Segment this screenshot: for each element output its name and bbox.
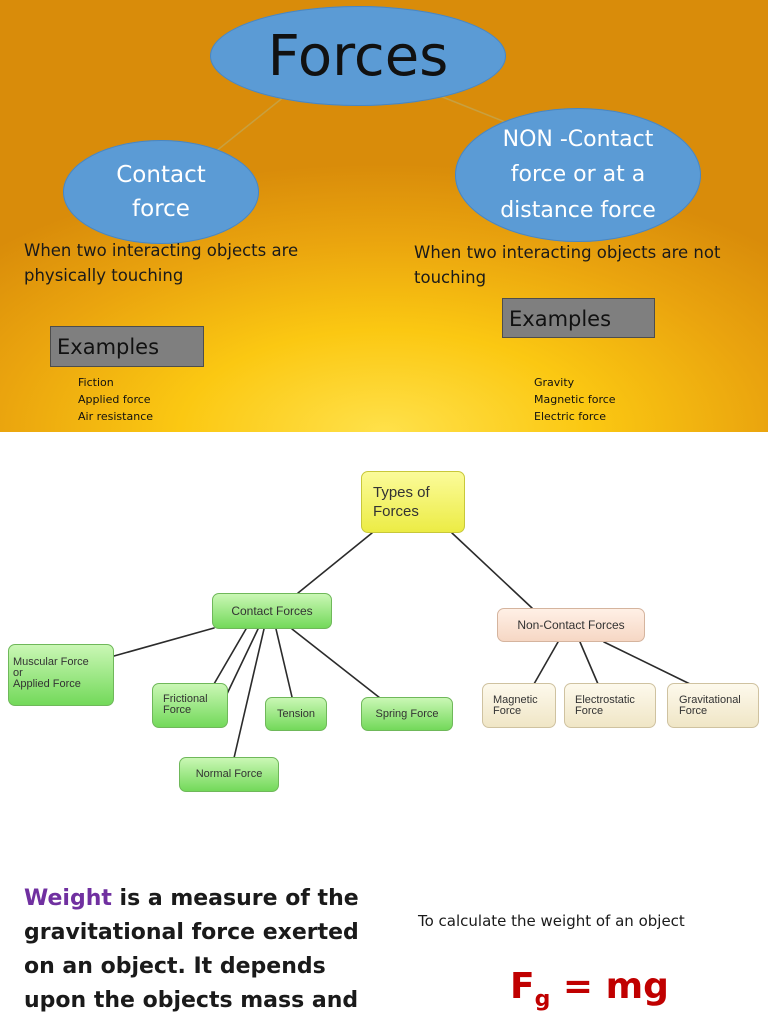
noncontact-examples-list: Gravity Magnetic force Electric force <box>534 374 616 425</box>
line-contact-tension <box>275 628 293 698</box>
node-label: Electrostatic Force <box>575 694 635 717</box>
noncontact-force-ellipse: NON -Contact force or at a distance forc… <box>455 108 701 242</box>
contact-forces-node: Contact Forces <box>212 593 332 629</box>
contact-force-label: Contact force <box>116 161 206 223</box>
node-label: Tension <box>277 708 315 720</box>
line-contact-spring <box>291 628 381 699</box>
tension-node: Tension <box>265 697 327 731</box>
spring-force-node: Spring Force <box>361 697 453 731</box>
list-item: Electric force <box>534 410 606 423</box>
contact-force-ellipse: Contact force <box>63 140 259 244</box>
gravitational-force-node: Gravitational Force <box>667 683 759 728</box>
calc-weight-label: To calculate the weight of an object <box>418 912 685 930</box>
node-label: Magnetic Force <box>493 694 538 717</box>
formula-main: F <box>510 966 535 1007</box>
node-label: Spring Force <box>375 708 439 720</box>
node-label: Types of Forces <box>373 484 430 520</box>
noncontact-examples-box: Examples <box>502 298 655 338</box>
node-label: Normal Force <box>195 768 263 780</box>
contact-description: When two interacting objects are physica… <box>24 241 299 285</box>
frictional-force-node: Frictional Force <box>152 683 228 728</box>
line-root-contact <box>297 532 373 594</box>
normal-force-node: Normal Force <box>179 757 279 792</box>
types-of-forces-node: Types of Forces <box>361 471 465 533</box>
line-noncontact-magnetic <box>533 641 559 685</box>
weight-formula: Fg = mg <box>510 966 669 1012</box>
list-item: Air resistance <box>78 410 154 423</box>
line-noncontact-electrostatic <box>579 641 599 685</box>
node-label: Non-Contact Forces <box>517 618 625 632</box>
noncontact-forces-node: Non-Contact Forces <box>497 608 645 642</box>
contact-examples-box: Examples <box>50 326 204 367</box>
forces-title: Forces <box>267 23 449 89</box>
line-contact-frictional <box>213 628 247 685</box>
weight-definition: Weight is a measure of the gravitational… <box>24 882 384 1018</box>
list-item: Gravity <box>534 376 575 389</box>
magnetic-force-node: Magnetic Force <box>482 683 556 728</box>
line-root-noncontact <box>451 532 533 609</box>
line-contact-normal <box>233 628 265 759</box>
node-label: Frictional Force <box>163 693 208 716</box>
formula-rest: = mg <box>550 966 669 1007</box>
forces-title-ellipse: Forces <box>210 6 506 106</box>
line-contact-muscular <box>113 627 215 657</box>
noncontact-force-label: NON -Contact force or at a distance forc… <box>500 127 656 223</box>
line-noncontact-gravitational <box>603 641 691 685</box>
node-label: Gravitational Force <box>679 694 741 717</box>
list-item: Fiction <box>78 376 114 389</box>
forces-slide-panel: Forces Contact force NON -Contact force … <box>0 0 768 432</box>
node-label: Contact Forces <box>231 604 313 618</box>
weight-highlight: Weight <box>24 886 112 911</box>
line-contact-frictional-2 <box>225 628 259 697</box>
weight-definition-text: is a measure of the gravitational force … <box>24 886 359 1013</box>
concept-map-lines <box>113 532 691 759</box>
list-item: Magnetic force <box>534 393 616 406</box>
list-item: Applied force <box>78 393 151 406</box>
formula-subscript: g <box>534 987 551 1012</box>
noncontact-description: When two interacting objects are not tou… <box>414 243 721 287</box>
node-label: Muscular Force or Applied Force <box>13 656 89 690</box>
contact-examples-list: Fiction Applied force Air resistance <box>78 374 153 425</box>
muscular-force-node: Muscular Force or Applied Force <box>8 644 114 706</box>
electrostatic-force-node: Electrostatic Force <box>564 683 656 728</box>
